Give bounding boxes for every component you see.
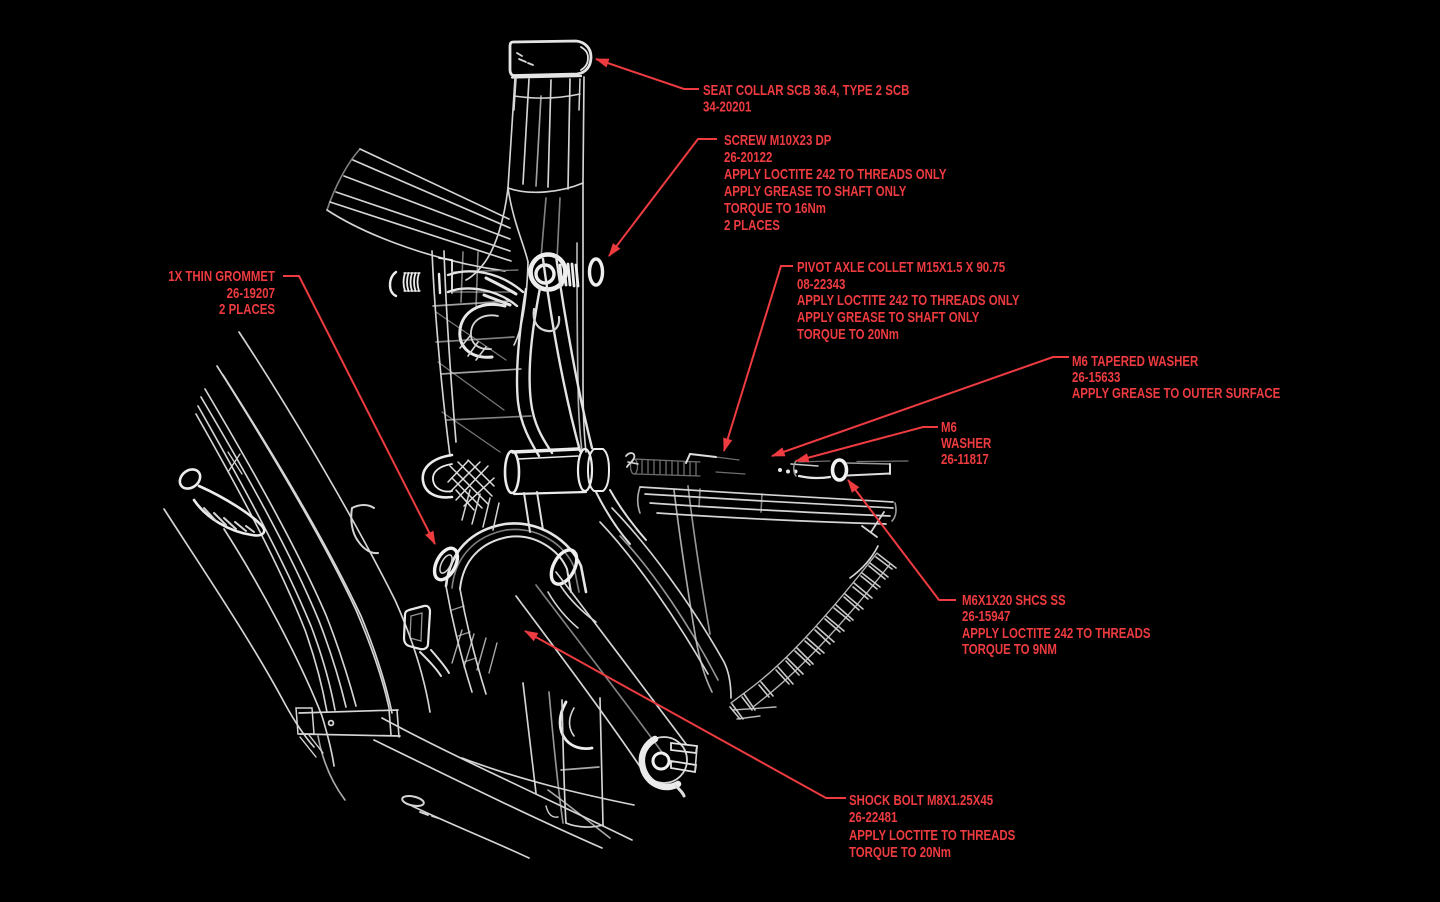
svg-text:M6X1X20 SHCS SS: M6X1X20 SHCS SS <box>962 592 1066 609</box>
svg-text:26-15947: 26-15947 <box>962 608 1010 625</box>
svg-text:1X THIN GROMMET: 1X THIN GROMMET <box>168 268 275 285</box>
svg-text:APPLY GREASE TO OUTER SURFACE: APPLY GREASE TO OUTER SURFACE <box>1072 385 1281 402</box>
svg-text:M6: M6 <box>941 419 957 436</box>
svg-text:WASHER: WASHER <box>941 435 992 452</box>
svg-text:APPLY GREASE TO SHAFT ONLY: APPLY GREASE TO SHAFT ONLY <box>797 309 980 326</box>
svg-text:SHOCK BOLT M8X1.25X45: SHOCK BOLT M8X1.25X45 <box>849 792 993 809</box>
svg-text:PIVOT AXLE COLLET M15X1.5 X 90: PIVOT AXLE COLLET M15X1.5 X 90.75 <box>797 259 1005 276</box>
svg-text:APPLY LOCTITE 242 TO THREADS O: APPLY LOCTITE 242 TO THREADS ONLY <box>797 292 1020 309</box>
svg-text:TORQUE TO 20Nm: TORQUE TO 20Nm <box>849 844 951 861</box>
svg-text:APPLY GREASE TO SHAFT ONLY: APPLY GREASE TO SHAFT ONLY <box>724 183 907 200</box>
svg-text:TORQUE TO 16Nm: TORQUE TO 16Nm <box>724 200 826 217</box>
svg-text:26-20122: 26-20122 <box>724 149 772 166</box>
svg-text:2 PLACES: 2 PLACES <box>724 217 780 234</box>
svg-text:TORQUE TO 9NM: TORQUE TO 9NM <box>962 641 1057 658</box>
svg-text:08-22343: 08-22343 <box>797 276 845 293</box>
svg-text:SCREW M10X23 DP: SCREW M10X23 DP <box>724 132 832 149</box>
svg-text:M6 TAPERED WASHER: M6 TAPERED WASHER <box>1072 353 1199 370</box>
svg-text:26-15633: 26-15633 <box>1072 369 1120 386</box>
svg-text:TORQUE TO 20Nm: TORQUE TO 20Nm <box>797 326 899 343</box>
svg-text:APPLY LOCTITE 242 TO THREADS: APPLY LOCTITE 242 TO THREADS <box>962 625 1151 642</box>
svg-text:34-20201: 34-20201 <box>703 98 751 115</box>
svg-text:26-19207: 26-19207 <box>227 285 275 302</box>
svg-text:2 PLACES: 2 PLACES <box>219 301 275 318</box>
svg-text:APPLY LOCTITE TO THREADS: APPLY LOCTITE TO THREADS <box>849 827 1016 844</box>
svg-text:26-22481: 26-22481 <box>849 809 897 826</box>
svg-text:APPLY LOCTITE 242 TO THREADS O: APPLY LOCTITE 242 TO THREADS ONLY <box>724 166 947 183</box>
svg-text:SEAT COLLAR SCB 36.4, TYPE 2 S: SEAT COLLAR SCB 36.4, TYPE 2 SCB <box>703 82 909 99</box>
svg-text:26-11817: 26-11817 <box>941 451 989 468</box>
